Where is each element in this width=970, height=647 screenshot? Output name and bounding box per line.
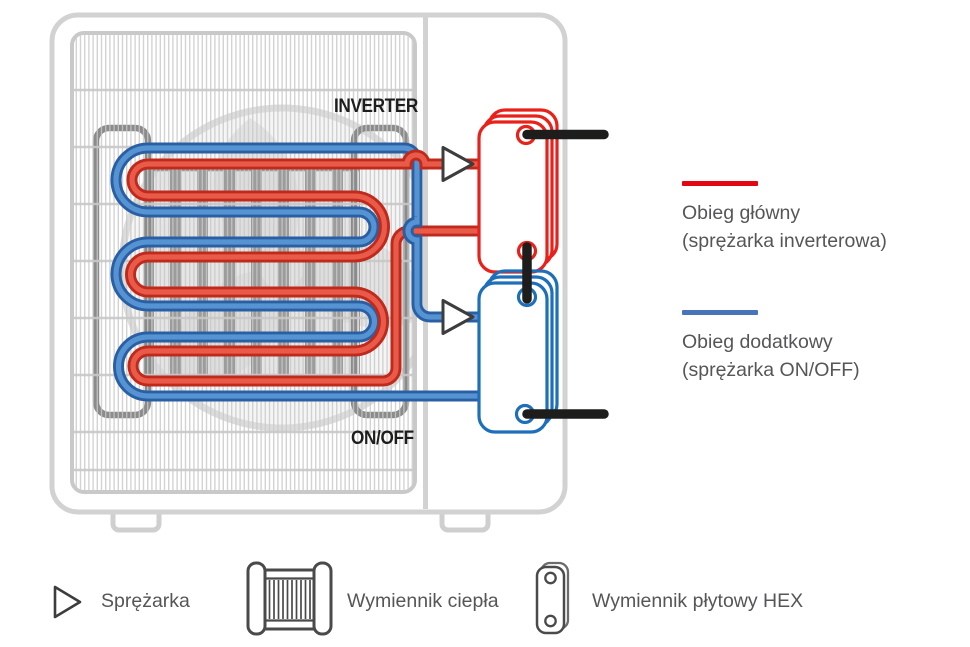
plate-hex-secondary — [477, 269, 559, 434]
inverter-label: INVERTER — [334, 95, 418, 117]
pipe-crossover-hop — [402, 216, 423, 246]
plate-hex-icon — [535, 561, 570, 635]
legend-main-circuit: Obieg główny (sprężarka inverterowa) — [682, 181, 952, 256]
heat-exchanger-coil-icon — [246, 561, 333, 636]
onoff-label: ON/OFF — [351, 427, 414, 449]
compressor-symbol-label: Sprężarka — [101, 590, 190, 612]
compressor-icon — [53, 585, 82, 619]
coil-symbol-label: Wymiennik ciepła — [347, 590, 499, 612]
legend-secondary-subtitle: (sprężarka ON/OFF) — [682, 359, 860, 381]
secondary-circuit-swatch — [682, 310, 758, 315]
legend-main-subtitle: (sprężarka inverterowa) — [682, 230, 887, 252]
main-circuit-pipe — [125, 149, 479, 387]
main-circuit-swatch — [682, 181, 758, 186]
legend-secondary-title: Obieg dodatkowy — [682, 330, 833, 353]
onoff-compressor-icon — [441, 299, 475, 335]
plate-hex-symbol-label: Wymiennik płytowy HEX — [592, 590, 804, 612]
legend-secondary-circuit: Obieg dodatkowy (sprężarka ON/OFF) — [682, 310, 952, 385]
inverter-compressor-icon — [441, 146, 475, 182]
water-pipes — [522, 129, 609, 419]
legend-main-title: Obieg główny — [682, 201, 801, 224]
